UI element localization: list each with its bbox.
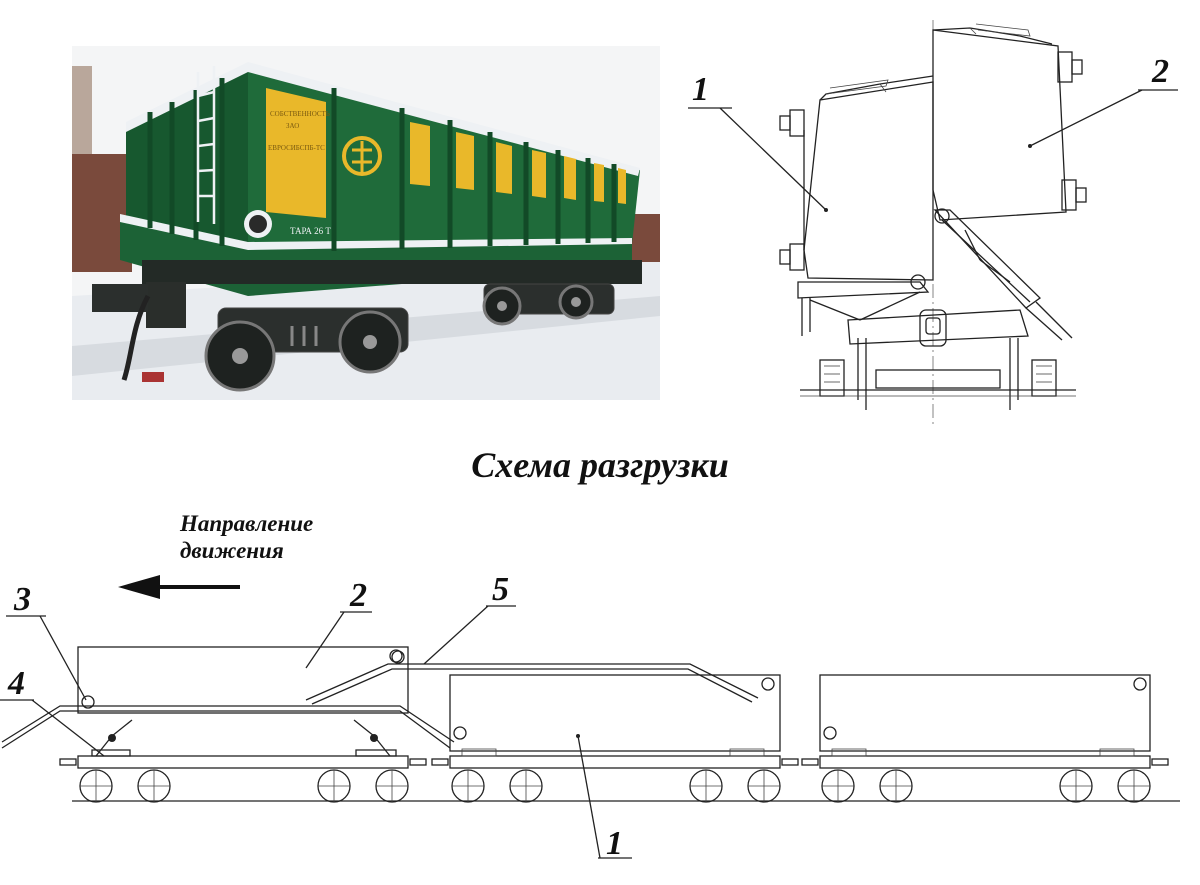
bogie-section <box>800 309 1076 410</box>
wagon-photo-drawing: СОБСТВЕННОСТЬ ЗАО ЕВРОСИБСПБ-ТС ТАРА 26 … <box>72 46 660 400</box>
cross-section-label-1: 1 <box>692 71 709 108</box>
unloading-scheme-drawing: 3 4 2 5 1 <box>0 571 1180 862</box>
scheme-label-2: 2 <box>349 577 367 614</box>
wagon-sign-line-2: ЗАО <box>286 122 299 130</box>
body-raised-half <box>932 23 1087 341</box>
body-lowered-half <box>779 75 934 336</box>
diagram-title: Схема разгрузки <box>471 445 729 485</box>
scheme-leaders <box>0 605 632 859</box>
scheme-label-5: 5 <box>492 571 509 608</box>
cross-section-label-2: 2 <box>1151 53 1169 90</box>
scheme-label-1: 1 <box>606 825 623 862</box>
direction-label-line-2: движения <box>180 538 284 563</box>
wagon-raised <box>1 646 455 769</box>
company-logo-icon <box>342 136 382 176</box>
direction-label: Направление движения <box>180 510 380 564</box>
scheme-label-3: 3 <box>13 581 31 618</box>
direction-label-line-1: Направление <box>180 511 314 536</box>
wagon-third <box>801 674 1169 769</box>
scheme-label-4: 4 <box>7 665 25 702</box>
wheelsets <box>79 769 1151 803</box>
wagon-photo: СОБСТВЕННОСТЬ ЗАО ЕВРОСИБСПБ-ТС ТАРА 26 … <box>72 46 660 400</box>
wagon-sign-line-3: ЕВРОСИБСПБ-ТС <box>268 144 325 152</box>
wagon-second <box>305 649 799 769</box>
cross-section-drawing: 1 2 <box>688 20 1178 425</box>
wagon-sign-line-1: СОБСТВЕННОСТЬ <box>270 110 330 118</box>
tare-text: ТАРА 26 Т <box>290 226 331 236</box>
direction-arrow-icon <box>118 575 240 599</box>
